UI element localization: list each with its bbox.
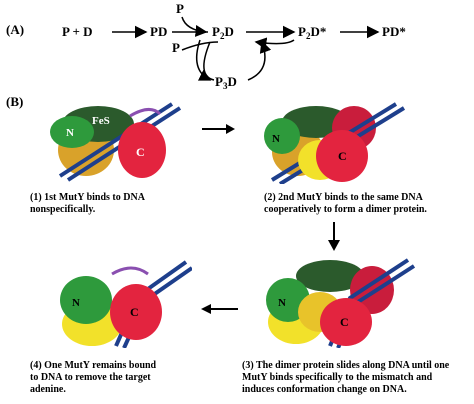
reaction-scheme: P + D PD P P2D P2D* PD* P P3D: [62, 1, 406, 91]
green-n-domain: [264, 118, 300, 154]
step1-illustration: FeS N C: [50, 102, 182, 182]
species-pdstar: PD*: [382, 24, 406, 39]
green-n-domain: [50, 116, 94, 148]
label-c: C: [340, 315, 349, 329]
purple-linker: [129, 108, 162, 118]
species-p2dstar: P2D*: [298, 24, 326, 41]
label-fes: FeS: [92, 115, 110, 127]
red-c-domain: [316, 130, 368, 182]
arrow-step1-to-step2: [202, 124, 235, 134]
species-p3d: P3D: [215, 74, 237, 91]
step2-illustration: N C: [264, 102, 406, 184]
label-n: N: [272, 133, 280, 145]
label-n: N: [66, 127, 74, 139]
species-p2d: P2D: [212, 24, 234, 41]
panel-a-label: (A): [6, 22, 25, 37]
arrow-step2-to-step3: [328, 222, 340, 251]
label-n: N: [72, 297, 80, 309]
panel-b-label: (B): [6, 94, 24, 109]
red-c-domain: [118, 122, 166, 178]
species-pd: PD: [150, 24, 167, 39]
caption-step1: (1) 1st MutY binds to DNA nonspecificall…: [30, 192, 145, 215]
arrow-step3-to-step4: [201, 304, 238, 314]
arrow-back: [254, 37, 295, 50]
caption-step4: (4) One MutY remains bound to DNA to rem…: [30, 360, 157, 395]
purple-linker: [111, 266, 149, 276]
arrow-down: [195, 39, 212, 81]
species-p-bottom: P: [172, 40, 180, 55]
species-p-top: P: [176, 1, 184, 16]
label-c: C: [338, 149, 347, 163]
label-n: N: [278, 297, 286, 309]
arrow-p-in: [181, 16, 208, 37]
dark-green-domain: [296, 260, 364, 292]
step4-illustration: N C: [60, 260, 192, 348]
label-c: C: [136, 145, 145, 159]
green-n-domain: [60, 276, 112, 324]
species-p-plus-d: P + D: [62, 24, 93, 39]
red-c-domain: [110, 284, 162, 340]
caption-step3: (3) The dimer protein slides along DNA u…: [242, 360, 450, 395]
red-c-domain: [320, 298, 372, 346]
label-c: C: [130, 305, 139, 319]
arrow-up: [247, 40, 272, 81]
step3-illustration: N C: [266, 258, 416, 348]
arrow-p2d-to-p3d: [181, 41, 219, 81]
dna-strand-1: [58, 102, 174, 178]
caption-step2: (2) 2nd MutY binds to the same DNA coope…: [264, 192, 427, 215]
